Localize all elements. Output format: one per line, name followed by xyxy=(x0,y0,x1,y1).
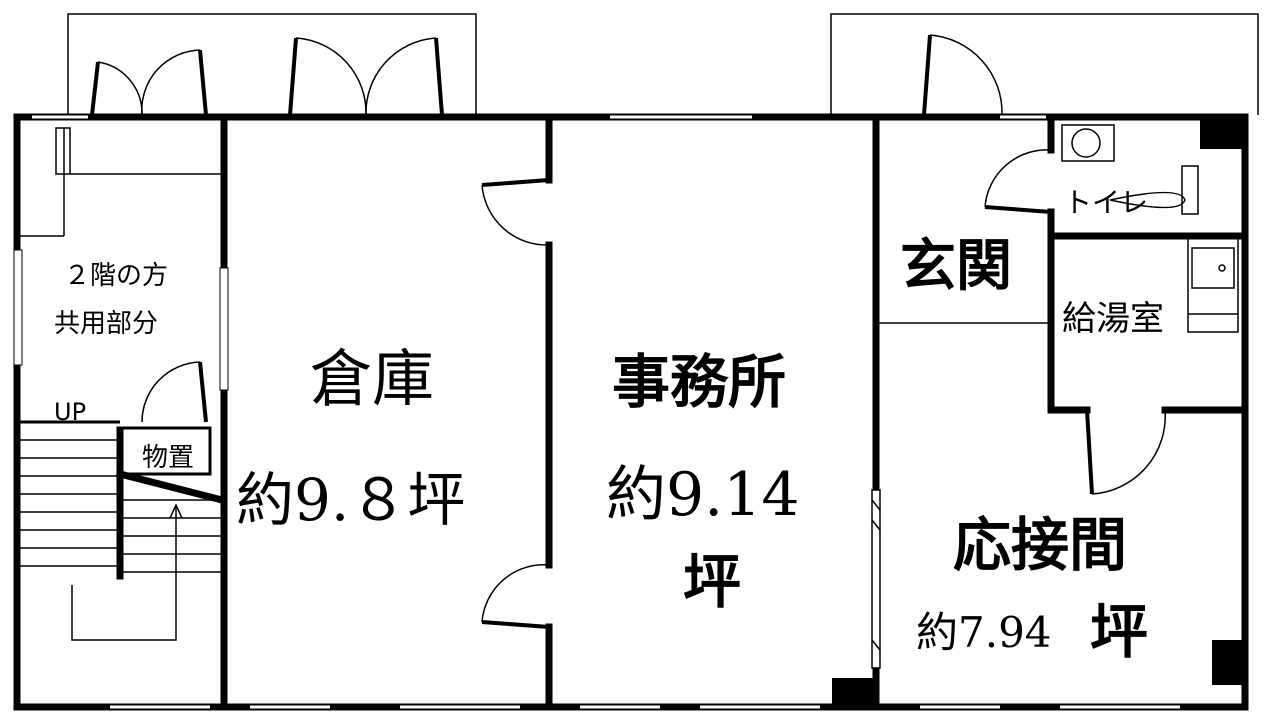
storage-closet-label: 物置 xyxy=(142,443,194,473)
kitchenette-fixtures xyxy=(1187,237,1239,333)
balcony-right xyxy=(830,13,1259,115)
kitchenette-name: 給湯室 xyxy=(1062,299,1164,339)
interior-doors xyxy=(141,149,1166,629)
structural-columns xyxy=(832,117,1245,707)
interior-walls xyxy=(220,113,1249,711)
balcony-left xyxy=(67,13,477,115)
warehouse-area: 約9.８坪 xyxy=(236,466,465,534)
toilet-name: トイレ xyxy=(1064,186,1148,219)
toilet-fixtures xyxy=(1061,124,1199,215)
warehouse-name: 倉庫 xyxy=(310,342,434,415)
office-name: 事務所 xyxy=(612,348,786,416)
stairs-up-label: UP xyxy=(54,398,86,426)
reception-area-unit: 坪 xyxy=(1090,598,1148,666)
inner-window xyxy=(219,267,229,391)
office-area-unit: 坪 xyxy=(683,548,741,616)
reception-name: 応接間 xyxy=(953,511,1127,579)
reception-area: 約7.94 xyxy=(916,608,1052,657)
common-area-label-line2: 共用部分 xyxy=(54,309,158,339)
common-area-label-line1: ２階の方 xyxy=(64,261,168,291)
entrance-name: 玄関 xyxy=(900,234,1012,299)
office-area: 約9.14 xyxy=(606,460,800,530)
balcony-doors xyxy=(90,34,1003,116)
sliding-partition xyxy=(871,489,881,669)
stairs xyxy=(20,426,227,641)
common-area-details xyxy=(20,127,222,424)
left-window xyxy=(13,249,23,366)
